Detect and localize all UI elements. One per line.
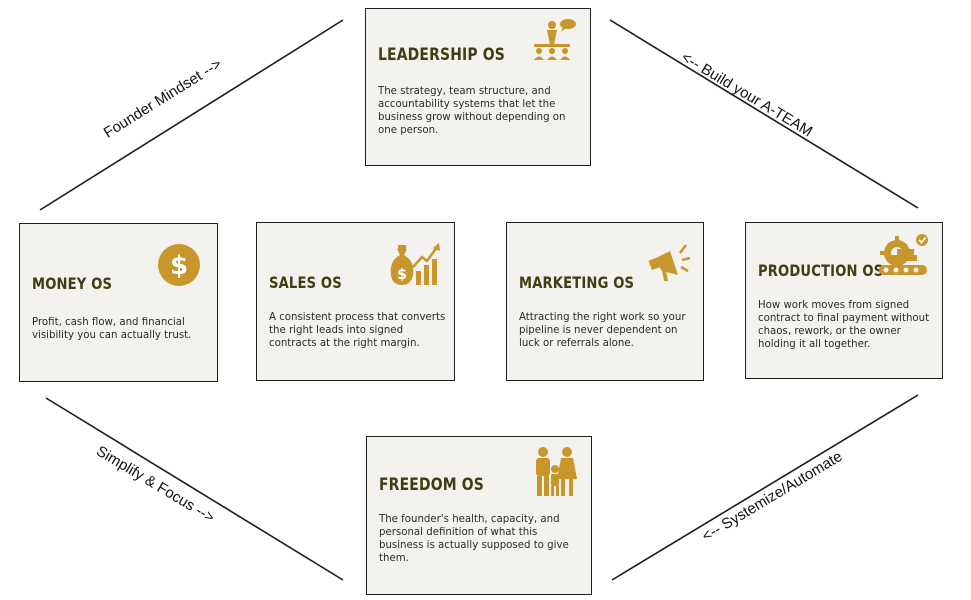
- card-production-os: PRODUCTION OS How work moves from signed…: [745, 222, 943, 379]
- edge-line-bottom-left: [45, 397, 344, 581]
- svg-text:$: $: [397, 267, 407, 283]
- megaphone-icon: [648, 241, 692, 287]
- leader-team-icon: [530, 17, 578, 65]
- card-description: Profit, cash flow, and financial visibil…: [32, 317, 192, 341]
- family-icon: [531, 445, 579, 503]
- edge-line-bottom-right: [611, 394, 919, 581]
- card-title: PRODUCTION OS: [758, 261, 884, 280]
- card-title: MONEY OS: [32, 274, 113, 293]
- card-description: The strategy, team structure, and accoun…: [378, 86, 566, 136]
- card-leadership-os: LEADERSHIP OS The strategy, team structu…: [365, 8, 591, 166]
- card-money-os: MONEY OS $ Profit, cash flow, and financ…: [19, 223, 218, 382]
- svg-text:$: $: [170, 251, 188, 281]
- dollar-coin-icon: $: [158, 244, 200, 290]
- edge-line-top-left: [39, 19, 344, 211]
- card-description: Attracting the right work so your pipeli…: [519, 312, 686, 349]
- edge-line-top-right: [609, 19, 919, 209]
- card-description: A consistent process that converts the r…: [269, 312, 446, 349]
- card-freedom-os: FREEDOM OS The founder's health, capacit…: [366, 436, 592, 595]
- card-title: LEADERSHIP OS: [378, 45, 506, 65]
- card-sales-os: SALES OS $ A consistent process that con…: [256, 222, 455, 381]
- production-gear-icon: [877, 233, 933, 283]
- card-description: How work moves from signed contract to f…: [758, 300, 930, 350]
- card-title: FREEDOM OS: [379, 475, 484, 495]
- money-bag-growth-icon: $: [389, 237, 443, 291]
- card-title: SALES OS: [269, 273, 342, 292]
- card-title: MARKETING OS: [519, 273, 635, 292]
- card-marketing-os: MARKETING OS Attracting the right work s…: [506, 222, 704, 381]
- card-description: The founder's health, capacity, and pers…: [379, 514, 569, 564]
